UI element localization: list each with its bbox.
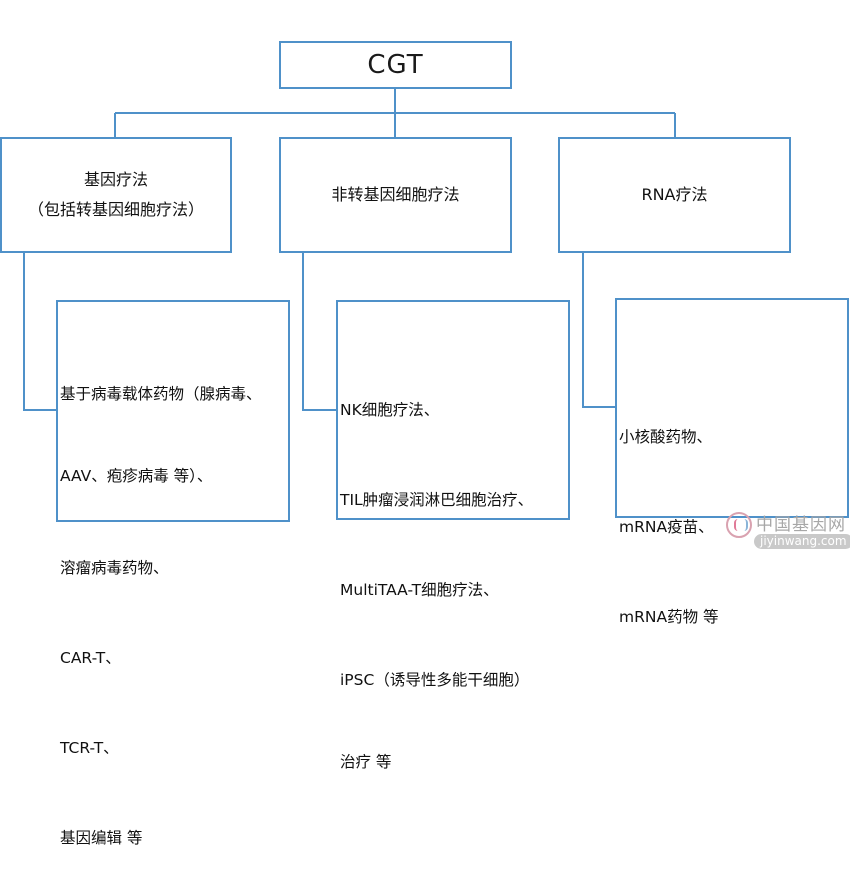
detail-item: TIL肿瘤浸润淋巴细胞治疗、 [340,491,534,509]
detail-item: mRNA疫苗、 [619,518,714,536]
elbow-connector-1 [23,253,58,411]
detail-item: NK细胞疗法、 [340,401,440,419]
detail-item: iPSC（诱导性多能干细胞） [340,671,530,689]
detail-item: 治疗 等 [340,753,392,771]
detail-item: 基于病毒载体药物（腺病毒、 [60,385,262,403]
elbow-connector-3 [582,253,617,408]
detail-item: AAV、疱疹病毒 等）、 [60,467,213,485]
watermark-url: jiyinwang.com [754,534,850,549]
detail-item: 基因编辑 等 [60,829,143,847]
category-title: RNA疗法 [641,185,708,204]
details-rna-therapy: 小核酸药物、 mRNA疫苗、 mRNA药物 等 [615,298,849,626]
detail-item: CAR-T、 [60,649,121,667]
category-gene-therapy: 基因疗法 （包括转基因细胞疗法） [0,137,232,253]
detail-item: 小核酸药物、 [619,428,713,446]
category-title: 基因疗法 [83,170,148,189]
detail-item: MultiTAA-T细胞疗法、 [340,581,499,599]
category-subtitle: （包括转基因细胞疗法） [27,200,204,219]
watermark: 中国基因网 jiyinwang.com [724,508,850,558]
details-gene-therapy: 基于病毒载体药物（腺病毒、 AAV、疱疹病毒 等）、 溶瘤病毒药物、 CAR-T… [56,300,290,847]
detail-item: mRNA药物 等 [619,608,719,626]
connector-lines [23,89,676,411]
root-node: CGT [279,41,512,89]
details-non-gene-cell-therapy: NK细胞疗法、 TIL肿瘤浸润淋巴细胞治疗、 MultiTAA-T细胞疗法、 i… [336,300,570,771]
detail-item: 溶瘤病毒药物、 [60,559,169,577]
category-rna-therapy: RNA疗法 [558,137,791,253]
detail-item: TCR-T、 [60,739,119,757]
watermark-name: 中国基因网 [756,515,846,535]
elbow-connector-2 [302,253,338,411]
category-title: 非转基因细胞疗法 [331,185,460,204]
category-non-gene-cell-therapy: 非转基因细胞疗法 [279,137,512,253]
root-label: CGT [367,50,424,80]
dna-logo-icon [726,512,752,538]
